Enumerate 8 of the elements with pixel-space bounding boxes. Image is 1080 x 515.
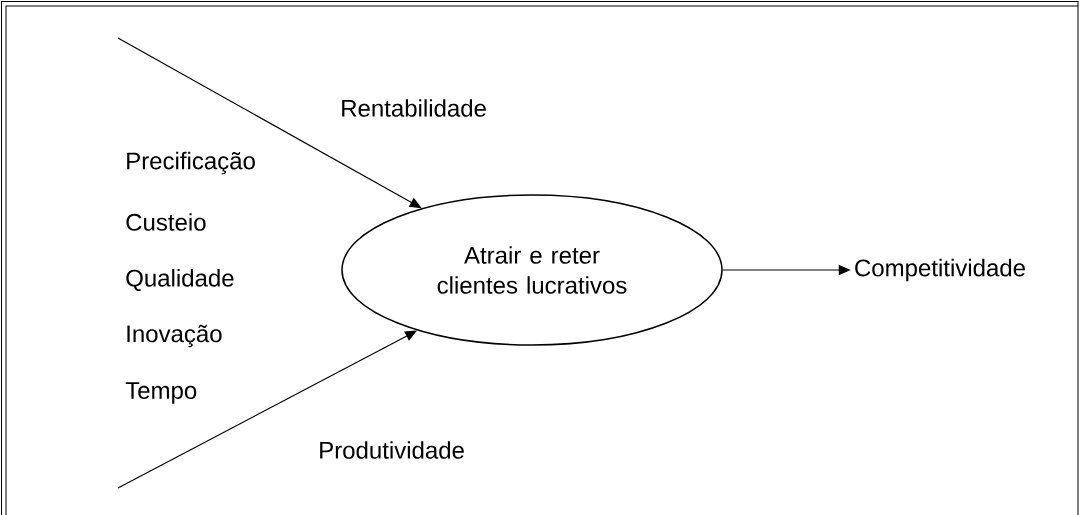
label: Rentabilidade <box>342 99 486 117</box>
node-text: Competitividade <box>855 258 1025 282</box>
label: Precificação <box>127 151 255 175</box>
label: Produtividade <box>320 441 464 459</box>
label: Custeio <box>126 213 206 231</box>
label: Inovação <box>127 324 222 348</box>
label: Tempo <box>125 382 197 404</box>
label: Qualidade <box>126 269 234 291</box>
